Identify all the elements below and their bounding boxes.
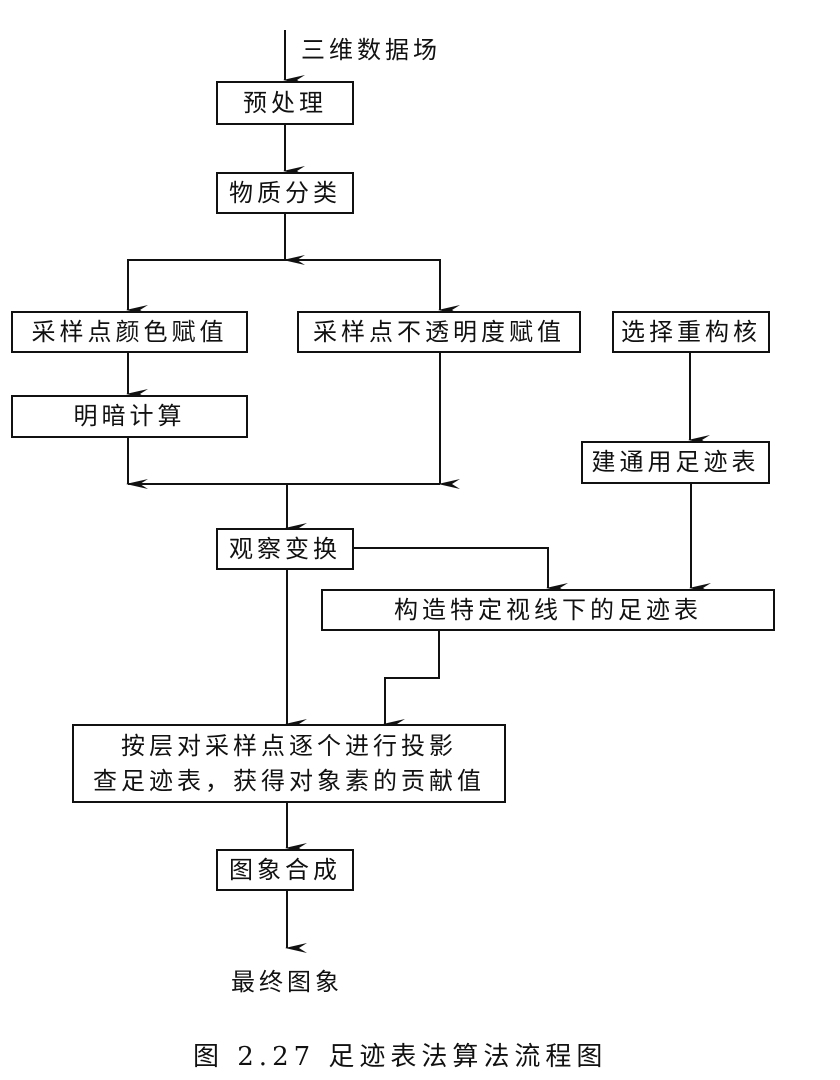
node-opacity-assign: 采样点不透明度赋值: [297, 311, 581, 353]
node-view-footprint-table: 构造特定视线下的足迹表: [321, 589, 775, 631]
split-bar: [127, 259, 441, 310]
node-color-assign: 采样点颜色赋值: [11, 311, 248, 353]
figure-caption: 图 2.27 足迹表法算法流程图: [193, 1042, 608, 1072]
edge-viewtable-projection: [383, 630, 440, 729]
node-select-kernel: 选择重构核: [612, 311, 770, 353]
output-label: 最终图象: [231, 968, 343, 996]
node-composite: 图象合成: [216, 849, 354, 891]
node-preprocess: 预处理: [216, 81, 354, 125]
edge-view-viewtable: [353, 547, 568, 593]
projection-line-1: 按层对采样点逐个进行投影: [121, 731, 457, 760]
node-shading: 明暗计算: [11, 395, 248, 438]
node-projection: 按层对采样点逐个进行投影 查足迹表，获得对象素的贡献值: [72, 724, 506, 803]
node-view-transform: 观察变换: [216, 528, 354, 570]
node-generic-footprint-table: 建通用足迹表: [581, 441, 770, 484]
projection-line-2: 查足迹表，获得对象素的贡献值: [93, 766, 485, 795]
input-label: 三维数据场: [301, 36, 441, 64]
node-classify: 物质分类: [216, 172, 354, 214]
